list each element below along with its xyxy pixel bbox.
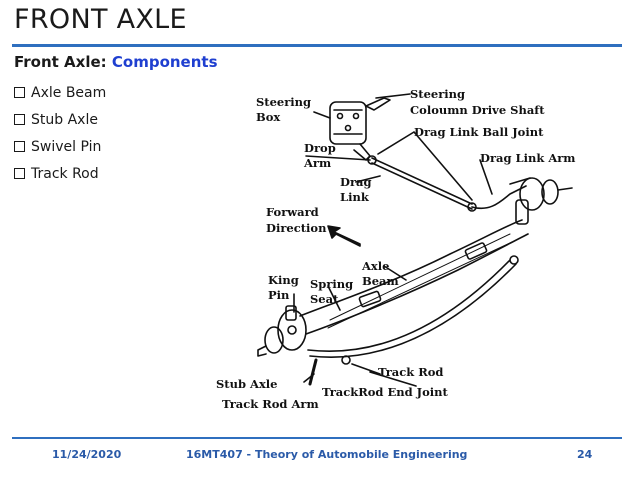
footer-course: 16MT407 - Theory of Automobile Engineeri… xyxy=(186,448,468,461)
footer-page-number: 24 xyxy=(577,448,593,461)
drag-link-illustration xyxy=(367,155,477,212)
drag-link-arm-illustration xyxy=(471,185,527,210)
label-steering-box-line2: Box xyxy=(256,110,280,124)
checkbox-bullet-icon xyxy=(14,87,25,98)
track-rod-arm-illustration xyxy=(308,358,318,386)
label-king-pin-line1: King xyxy=(268,273,299,287)
slide-subtitle: Front Axle: Components xyxy=(14,53,218,71)
bullet-list: Axle Beam Stub Axle Swivel Pin Track Rod xyxy=(14,79,106,187)
bullet-item: Track Rod xyxy=(14,160,106,187)
label-drag-link-ball-joint: Drag Link Ball Joint xyxy=(414,125,544,139)
subtitle-prefix: Front Axle: xyxy=(14,53,112,71)
label-spring-seat-line1: Spring xyxy=(310,277,353,291)
label-forward-line1: Forward xyxy=(266,205,319,219)
label-steering-box-line1: Steering xyxy=(256,95,311,109)
label-forward-line2: Direction xyxy=(266,221,327,235)
label-axle-beam-line1: Axle xyxy=(361,259,389,273)
front-axle-diagram: Steering Box Steering Coloumn Drive Shaf… xyxy=(216,87,575,411)
label-spring-seat-line2: Seat xyxy=(310,292,339,306)
checkbox-bullet-icon xyxy=(14,114,25,125)
bullet-item: Swivel Pin xyxy=(14,133,106,160)
label-drop-arm-line1: Drop xyxy=(304,141,336,155)
label-trackrod-end-joint: TrackRod End Joint xyxy=(322,385,448,399)
footer-date: 11/24/2020 xyxy=(52,448,122,461)
label-axle-beam-line2: Beam xyxy=(362,274,399,288)
bullet-text: Swivel Pin xyxy=(31,138,102,155)
bullet-text: Track Rod xyxy=(31,165,99,182)
label-stub-axle: Stub Axle xyxy=(216,377,278,391)
bullet-text: Axle Beam xyxy=(31,84,107,101)
label-drag-link-arm: Drag Link Arm xyxy=(480,151,575,165)
label-track-rod: Track Rod xyxy=(378,365,443,379)
subtitle-accent: Components xyxy=(111,53,218,71)
slide-title: FRONT AXLE xyxy=(14,4,187,35)
label-king-pin-line2: Pin xyxy=(268,288,290,302)
bullet-item: Axle Beam xyxy=(14,79,106,106)
axle-beam-illustration xyxy=(299,219,529,335)
right-hub-illustration xyxy=(509,177,573,225)
footer-divider xyxy=(12,437,622,439)
label-drag-link-line2: Link xyxy=(340,190,370,204)
title-divider xyxy=(12,44,622,47)
track-rod-illustration xyxy=(307,255,519,365)
left-hub-illustration xyxy=(257,305,307,357)
label-track-rod-arm: Track Rod Arm xyxy=(222,397,319,411)
label-drop-arm-line2: Arm xyxy=(303,156,331,170)
bullet-text: Stub Axle xyxy=(31,111,98,128)
diagram-labels: Steering Box Steering Coloumn Drive Shaf… xyxy=(216,87,575,411)
bullet-item: Stub Axle xyxy=(14,106,106,133)
label-drag-link-line1: Drag xyxy=(340,175,372,189)
forward-arrow-icon xyxy=(327,225,361,247)
steering-box-illustration xyxy=(329,97,391,161)
checkbox-bullet-icon xyxy=(14,141,25,152)
label-steering-column-line1: Steering xyxy=(410,87,465,101)
label-steering-column-line2: Coloumn Drive Shaft xyxy=(410,103,545,117)
checkbox-bullet-icon xyxy=(14,168,25,179)
